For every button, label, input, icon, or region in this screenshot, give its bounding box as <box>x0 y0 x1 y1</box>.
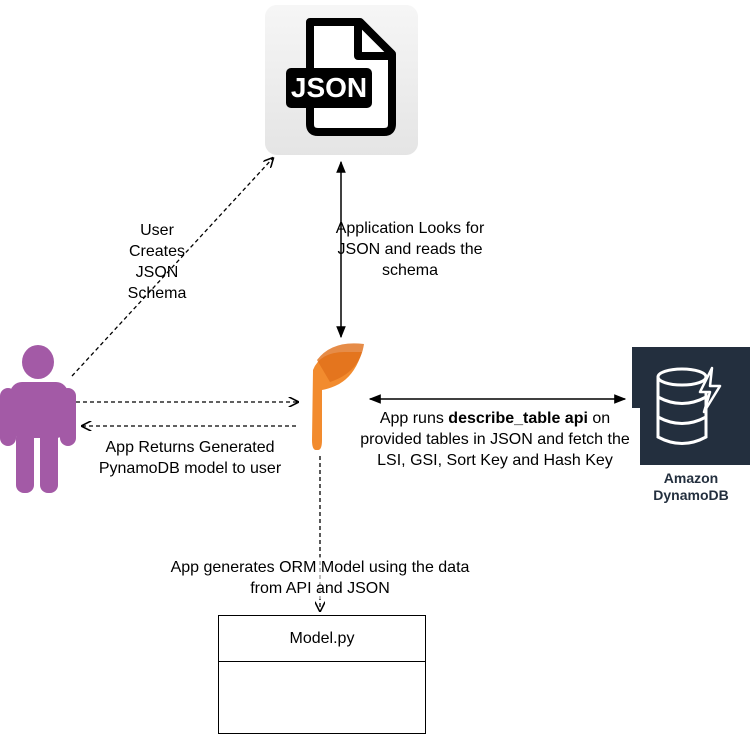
dynamodb-icon <box>632 347 750 465</box>
json-icon-text: JSON <box>291 72 367 103</box>
model-py-box: Model.py <box>218 615 426 734</box>
json-file-icon: JSON <box>265 5 418 155</box>
edge-label-app-reads-schema: Application Looks for JSON and reads the… <box>335 220 485 279</box>
pynamodb-logo <box>312 343 364 450</box>
person-icon <box>0 345 76 493</box>
edge-label-app-returns-model: App Returns Generated PynamoDB model to … <box>80 437 300 479</box>
edge-label-describe-table: App runs describe_table api on provided … <box>350 408 640 471</box>
model-py-title: Model.py <box>219 616 425 662</box>
edge-label-app-generates-model: App generates ORM Model using the data f… <box>170 557 470 599</box>
edge-user-to-json <box>71 158 273 377</box>
edge-label-user-creates-schema: User Creates JSON Schema <box>127 222 187 302</box>
dynamodb-label: Amazon DynamoDB <box>653 470 729 503</box>
describe-suffix: on provided tables in JSON and fetch the… <box>360 410 630 469</box>
describe-prefix: App runs <box>379 410 449 427</box>
describe-bold: describe_table api <box>448 410 588 427</box>
